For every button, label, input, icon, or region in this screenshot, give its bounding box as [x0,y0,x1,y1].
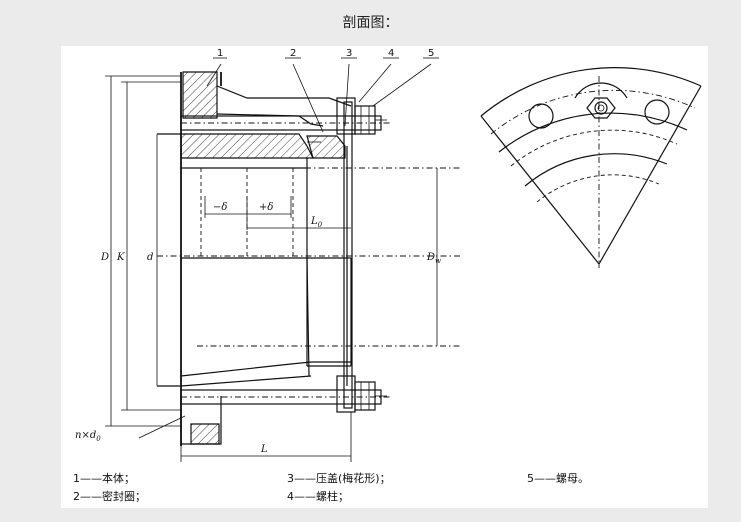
page-title: 剖面图： [342,15,399,31]
part-number-3: 3 [346,48,352,59]
dimension-label-minus-delta: −δ [213,202,227,213]
body-section-top [180,71,352,159]
body-section-bottom [180,361,351,445]
part-number-2: 2 [290,48,296,59]
part-number-5: 5 [428,48,434,59]
drawing-panel: 1 2 3 4 5 D K d Dw L L0 −δ +δ n×d0 [61,46,708,508]
dimension-label-d: d [147,252,153,263]
dimension-label-Dw: Dw [426,252,441,265]
dimension-lines [105,75,438,462]
part-number-1: 1 [217,48,223,59]
section-drawing: 1 2 3 4 5 D K d Dw L L0 −δ +δ n×d0 [75,48,702,462]
legend-item-4: 4——螺柱； [287,490,349,503]
legend-item-2: 2——密封圈； [73,490,146,503]
dimension-label-K: K [116,252,125,263]
legend-item-5: 5——螺母。 [527,472,589,485]
leader-lines [138,57,439,439]
bolt-bottom [180,381,387,411]
dimension-label-L: L [260,444,268,455]
legend-item-3: 3——压盖(梅花形)； [287,472,391,485]
dimension-label-L0: L0 [310,216,323,229]
legend-item-1: 1——本体； [73,472,135,485]
dimension-label-D: D [100,252,109,263]
part-number-4: 4 [388,48,394,59]
dimension-label-holes: n×d0 [75,430,101,443]
gland-top-view [480,67,702,268]
dimension-label-plus-delta: +δ [259,202,273,213]
center-lines [157,122,461,398]
